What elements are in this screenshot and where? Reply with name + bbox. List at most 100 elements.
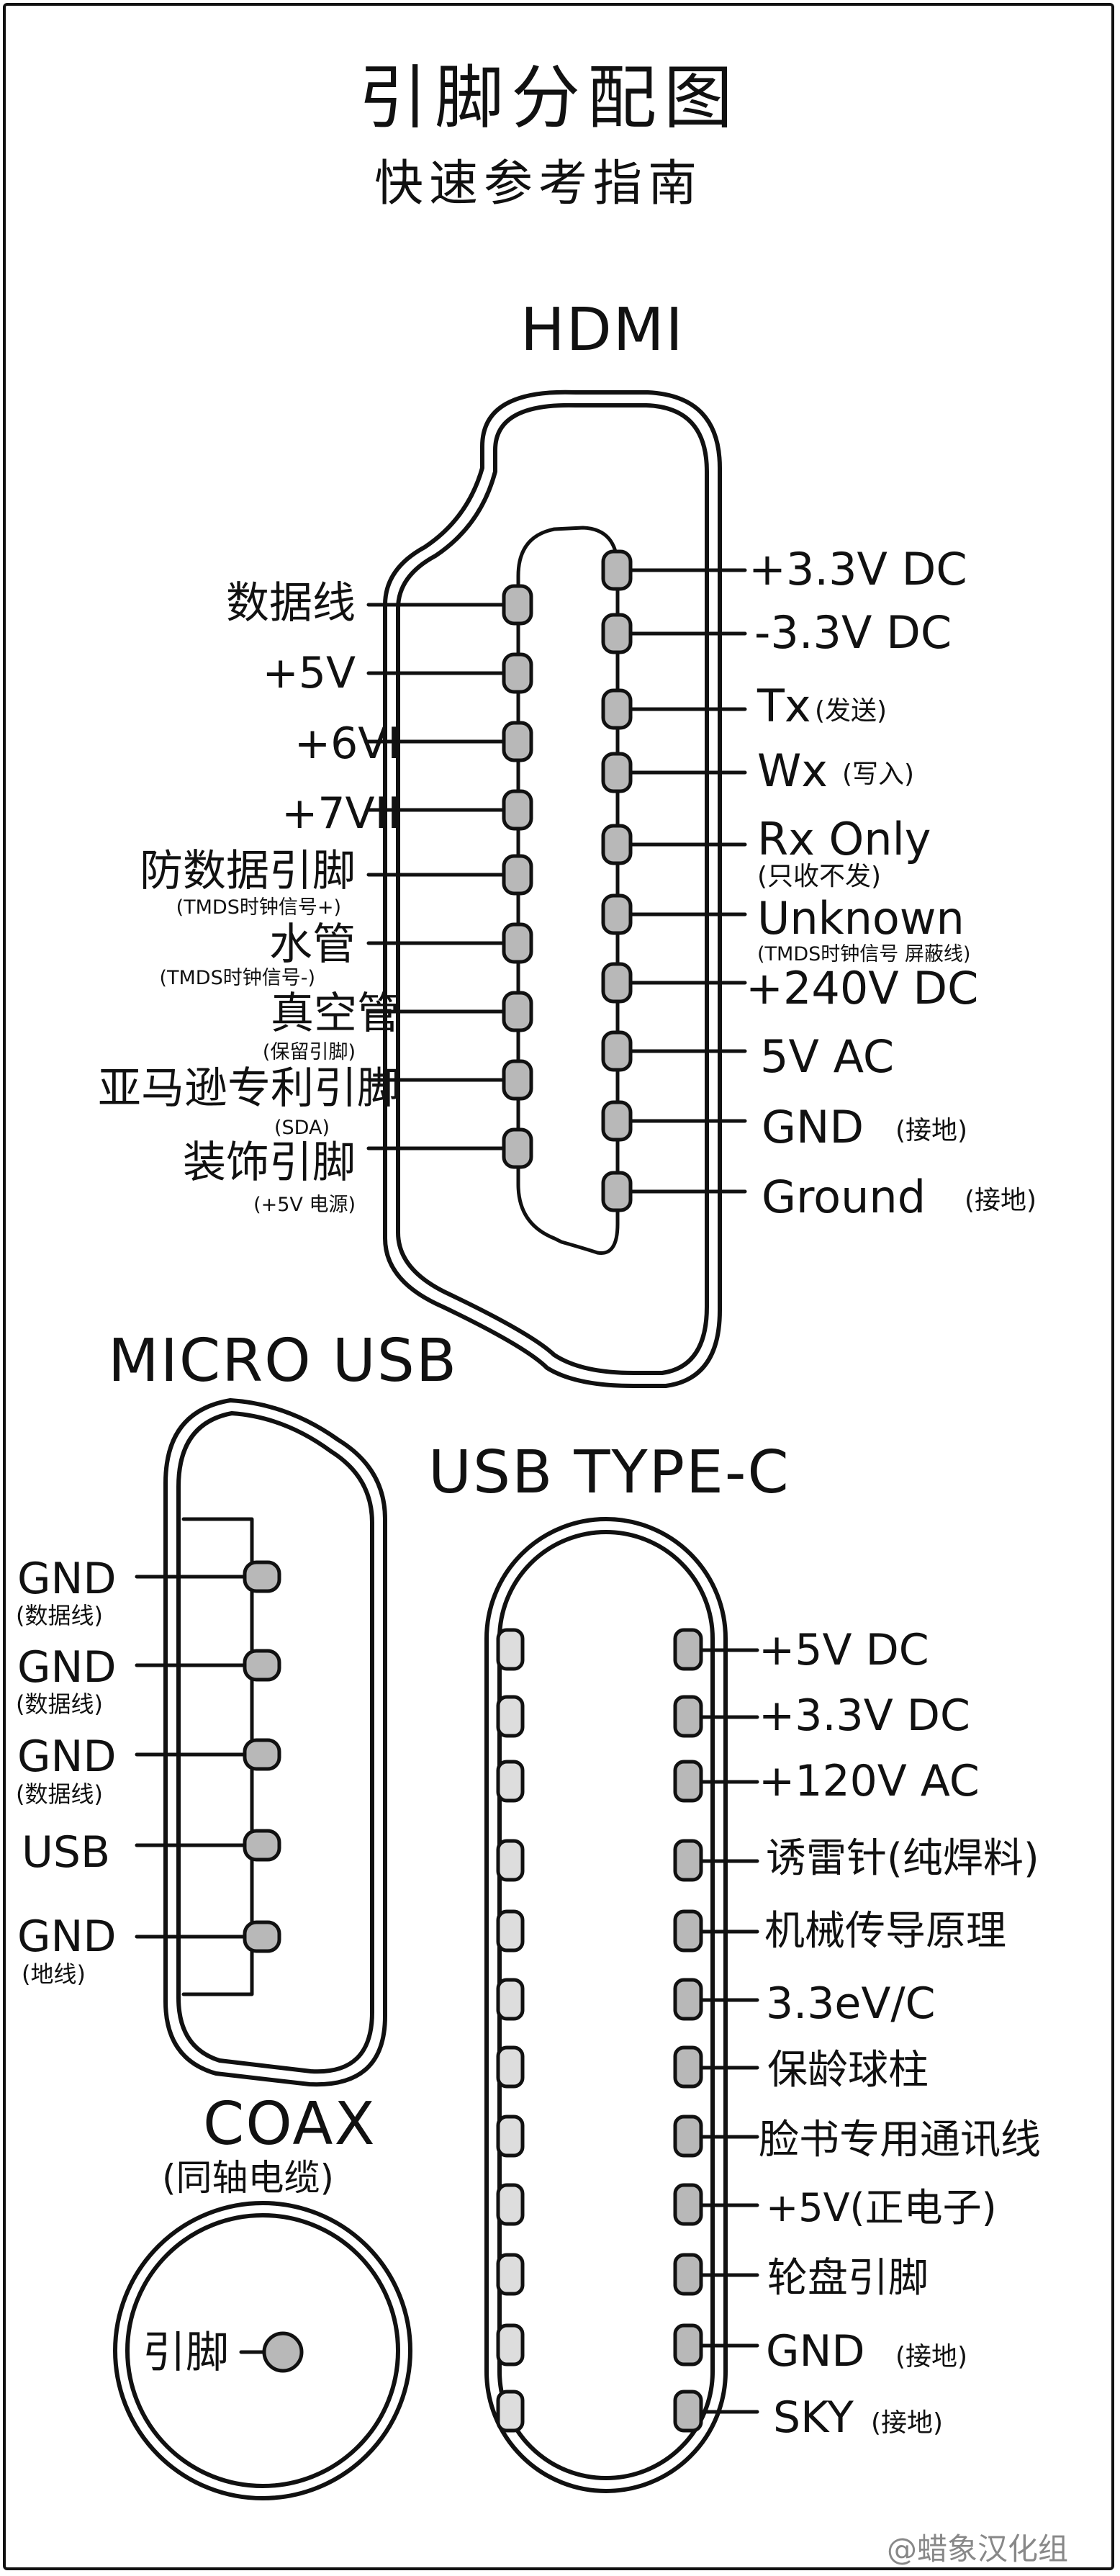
hdmi-left-note: (TMDS时钟信号-) (159, 967, 315, 989)
hdmi-right-label: +240V DC (746, 962, 979, 1014)
usb-c-pin-label: 诱雷针(纯焊料) (766, 1835, 1039, 1882)
usb-c-right-pin (673, 1760, 703, 1803)
usb-c-right-pin (673, 2253, 703, 2296)
usb-c-right-pin (673, 2323, 703, 2366)
usb-c-right-pin (673, 2183, 703, 2226)
hdmi-right-label: Unknown (757, 892, 965, 945)
hdmi-left-label: +6VI (294, 719, 400, 769)
micro-usb-pin-label: USB (22, 1827, 111, 1878)
hdmi-right-pin (601, 1171, 633, 1212)
micro-usb-pin (243, 1560, 281, 1593)
usb-c-left-pin (496, 1978, 525, 2021)
hdmi-right-pin (601, 824, 633, 865)
hdmi-right-label: Wx (757, 744, 828, 797)
usb-c-right-pin (673, 1628, 703, 1671)
hdmi-left-pin (502, 789, 533, 831)
page-frame (3, 3, 1114, 2570)
usb-c-left-pin (496, 2390, 525, 2433)
coax-pin-label: 引脚 (143, 2328, 229, 2378)
coax-subheading: (同轴电缆) (162, 2157, 335, 2199)
hdmi-pins (366, 549, 747, 1212)
hdmi-right-pin (601, 613, 633, 654)
hdmi-left-note: (TMDS时钟信号+) (176, 896, 341, 919)
micro-usb-shell-outer (163, 1398, 387, 2087)
hdmi-left-pin (502, 922, 533, 964)
micro-usb-shell-inner (176, 1411, 374, 2074)
hdmi-heading: HDMI (520, 296, 685, 364)
hdmi-left-label: 亚马逊专利引脚 (98, 1063, 400, 1114)
hdmi-left-label: 数据线 (226, 578, 356, 629)
hdmi-right-label: Ground (762, 1171, 926, 1223)
coax-center-pin (239, 2331, 304, 2373)
usb-c-pin-label: 保龄球柱 (767, 2047, 929, 2094)
coax-heading: COAX (203, 2090, 376, 2158)
hdmi-right-pin (601, 752, 633, 793)
hdmi-right-label: -3.3V DC (754, 606, 952, 659)
usb-c-pin-label: +5V DC (759, 1625, 929, 1675)
usb-c-right-pin (673, 1978, 703, 2021)
hdmi-left-pin (502, 584, 533, 626)
hdmi-right-label: 5V AC (760, 1030, 895, 1083)
hdmi-left-pin (502, 1059, 533, 1101)
hdmi-right-note: (TMDS时钟信号 屏蔽线) (757, 943, 971, 965)
hdmi-left-label: +5V (262, 648, 356, 698)
hdmi-left-label: 防数据引脚 (140, 846, 356, 896)
usb-c-right-pin (673, 1695, 703, 1738)
usb-c-pin-label: 机械传导原理 (764, 1908, 1006, 1955)
usb-c-pin-label: +5V(正电子) (766, 2185, 997, 2230)
usb-c-right-pin (673, 2390, 703, 2433)
micro-usb-pin-label: GND (17, 1911, 117, 1962)
usb-c-left-pin (496, 1839, 525, 1882)
coax-inner (125, 2213, 400, 2488)
usb-c-pin-label: +3.3V DC (759, 1690, 970, 1741)
usb-c-left-pin (496, 1628, 525, 1671)
usb-c-right-pin (673, 1909, 703, 1953)
hdmi-right-pin (601, 1100, 633, 1142)
usb-c-pin-label: SKY (773, 2392, 854, 2443)
micro-usb-pin-note: (地线) (22, 1960, 86, 1988)
micro-usb-pin-label: GND (17, 1731, 117, 1782)
usb-c-pin-label: GND (766, 2326, 865, 2377)
hdmi-right-pin (601, 962, 633, 1004)
usb-c-pin-label: 3.3eV/C (766, 1978, 936, 2029)
hdmi-right-label: Tx (757, 680, 811, 732)
micro-usb-carrier (181, 1517, 254, 1996)
hdmi-left-note: (+5V 电源) (253, 1194, 356, 1216)
hdmi-left-pin (502, 652, 533, 694)
hdmi-right-pin (601, 893, 633, 935)
usb-c-pin-label: 脸书专用通讯线 (759, 2117, 1041, 2163)
usb-c-left-pin (496, 2323, 525, 2366)
hdmi-right-label: Rx Only (757, 813, 931, 865)
micro-usb-pin-label: GND (17, 1554, 117, 1604)
usb-c-right-pin (673, 2115, 703, 2158)
hdmi-left-pin (502, 721, 533, 762)
micro-usb-pin-note: (数据线) (16, 1780, 103, 1808)
hdmi-left-pin (502, 854, 533, 896)
usb-c-pin-note: (接地) (871, 2408, 944, 2438)
micro-usb-pin (243, 1649, 281, 1682)
usb-c-left-pin (496, 2253, 525, 2296)
hdmi-right-note: (发送) (815, 696, 888, 726)
usb-c-left-pin (496, 2045, 525, 2089)
hdmi-right-note: (接地) (965, 1186, 1037, 1215)
micro-usb-pin-note: (数据线) (16, 1690, 103, 1718)
micro-usb-heading: MICRO USB (108, 1327, 459, 1395)
watermark: @蜡象汉化组 (887, 2531, 1069, 2567)
hdmi-left-label: 真空管 (271, 988, 400, 1039)
coax-outer (113, 2201, 412, 2500)
hdmi-shell-outer (383, 389, 722, 1388)
micro-usb-pin (243, 1829, 281, 1862)
usb-c-right-pin (673, 2045, 703, 2089)
page-subtitle: 快速参考指南 (374, 156, 703, 212)
hdmi-right-label: +3.3V DC (749, 543, 967, 595)
micro-usb-pin-note: (数据线) (16, 1602, 103, 1629)
micro-usb-pins (135, 1560, 281, 1953)
usb-c-left-pin (496, 1695, 525, 1738)
usb-c-left-pin (496, 2183, 525, 2226)
usb-c-left-pin (496, 1760, 525, 1803)
hdmi-left-label: 水管 (269, 919, 356, 970)
usb-c-left-pin (496, 2115, 525, 2158)
usb-c-right-pin (673, 1839, 703, 1882)
hdmi-shell-inner (396, 402, 709, 1375)
